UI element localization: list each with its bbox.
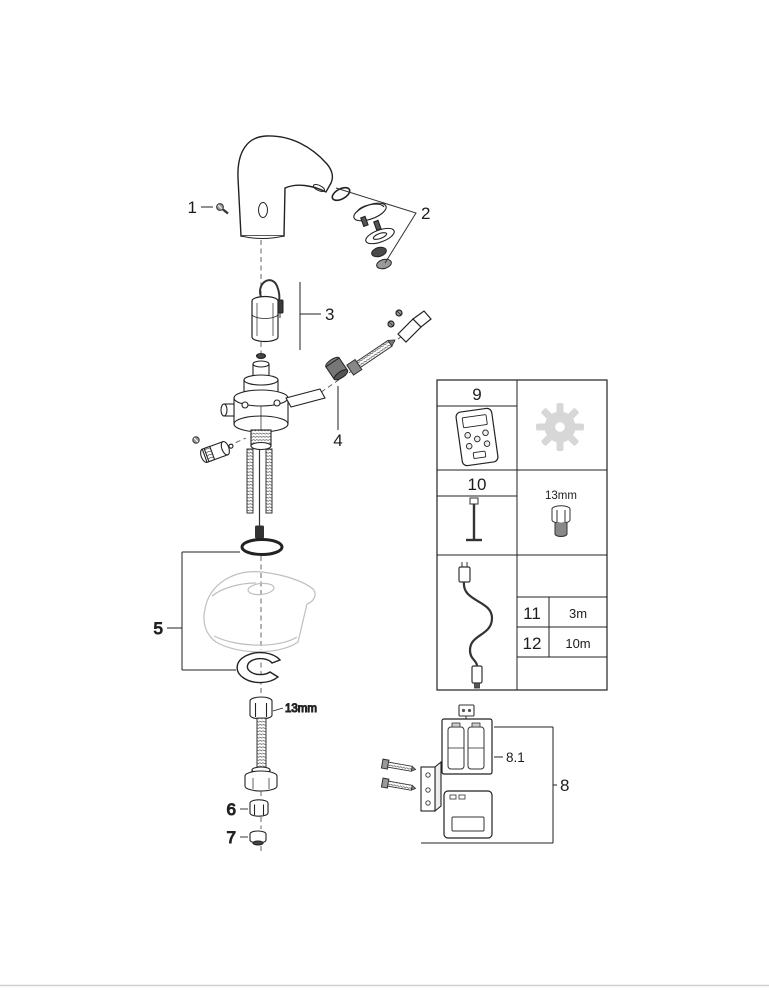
power-kit-group: 8.1 (380, 704, 569, 844)
callout-8-bracket: 8 (421, 726, 569, 844)
fixing-set-group: 4 (325, 309, 432, 450)
callout-4-label: 4 (333, 431, 342, 450)
callout-3-label: 3 (325, 305, 334, 324)
large-o-ring-icon (240, 538, 284, 556)
cable-length-table: 11 3m 12 10m (517, 596, 607, 658)
callout-2-label: 2 (421, 204, 430, 223)
small-screw-icon (192, 436, 200, 444)
aerator-icon (312, 184, 326, 192)
extension-cable-icon (458, 562, 494, 689)
cable-length-10m: 10m (565, 636, 590, 651)
sensor-window-icon (258, 202, 268, 218)
mounting-bracket-icon (420, 760, 442, 813)
callout-5-label: 5 (154, 619, 163, 638)
clamp-bracket-icon (387, 309, 432, 343)
callout-5: 5 (153, 551, 240, 671)
battery-connector-icon (458, 704, 475, 719)
mounting-tool-icon (466, 497, 482, 542)
callout-1: 1 (188, 198, 229, 217)
callout-8-label: 8 (560, 776, 569, 795)
callout-6-label: 6 (227, 800, 236, 819)
threaded-studs (246, 448, 273, 539)
cable-length-3m: 3m (569, 606, 587, 621)
spec-tag-icon (285, 388, 326, 408)
socket-size-label: 13mm (545, 490, 577, 502)
accessory-table: 9 10 (436, 379, 608, 691)
remote-control-icon (455, 407, 499, 467)
plug-icon (325, 356, 349, 381)
cap-nut-icon: 7 (226, 827, 267, 848)
small-o-ring-icon (255, 352, 267, 360)
mounting-foot-icon (244, 766, 278, 792)
hex-nut-13mm: 13mm (249, 696, 318, 720)
callout-7-label: 7 (227, 828, 236, 847)
sink-outline (203, 571, 316, 653)
hex-nut-icon: 6 (226, 799, 269, 820)
gear-icon (536, 403, 584, 451)
mounting-hardware-group: 2 (331, 186, 430, 270)
callout-11-label: 11 (523, 604, 541, 623)
gasket-plate-icon (365, 227, 395, 245)
threaded-shank-icon (256, 717, 267, 771)
battery-holder-icon (441, 718, 493, 775)
sensor-cartridge: 3 (251, 279, 334, 350)
seal-ring-icon (371, 246, 387, 258)
table-cell-10-label: 10 (468, 475, 487, 494)
callout-12-label: 12 (523, 634, 542, 653)
horseshoe-washer-icon (236, 651, 282, 684)
power-supply-box-icon (443, 790, 493, 839)
grub-screw-icon (346, 339, 396, 376)
set-screw-icon (216, 203, 229, 215)
mixer-housing (220, 352, 326, 451)
wrench-size-label: 13mm (285, 703, 317, 715)
o-ring-icon (331, 186, 351, 202)
mounting-screws-icon (380, 758, 417, 791)
faucet-body (237, 135, 334, 239)
escutcheon-plate-icon (353, 202, 387, 232)
callout-8-1-label: 8.1 (506, 750, 525, 765)
table-cell-9-label: 9 (472, 385, 481, 404)
solenoid-valve-icon (200, 440, 234, 464)
cable-connector-icon (255, 525, 264, 539)
lock-ring-icon (376, 258, 392, 270)
socket-13mm-icon: 13mm (545, 490, 577, 537)
callout-1-label: 1 (188, 198, 197, 217)
